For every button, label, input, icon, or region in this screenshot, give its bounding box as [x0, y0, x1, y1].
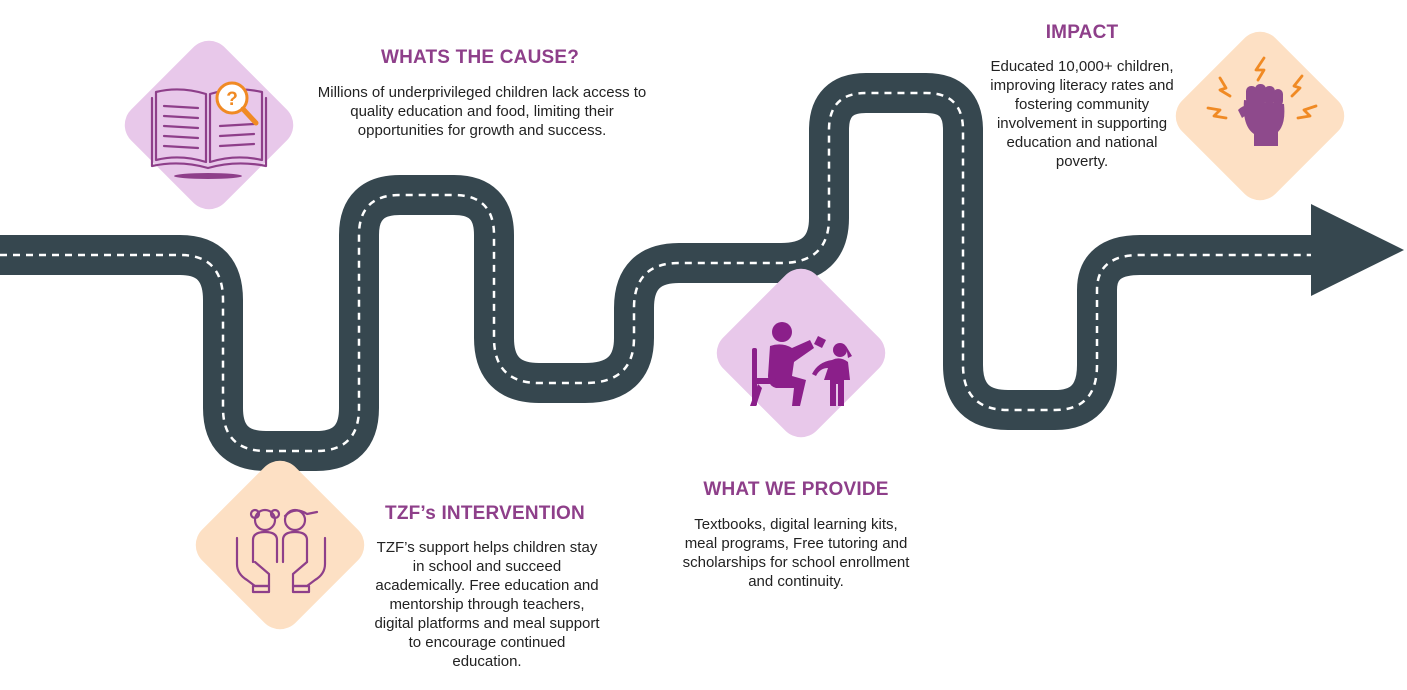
- impact-heading: IMPACT: [1045, 22, 1119, 43]
- book-magnifier-icon: ?: [150, 81, 268, 179]
- provide-heading: WHAT WE PROVIDE: [703, 479, 889, 500]
- provide-text: Textbooks, digital learning kits, meal p…: [682, 516, 910, 590]
- road-arrowhead: [1311, 204, 1404, 296]
- children-in-hands-icon: [235, 508, 327, 594]
- svg-text:?: ?: [226, 89, 238, 110]
- teacher-student-icon: [750, 322, 852, 406]
- cause-text: Millions of underprivileged children lac…: [317, 84, 647, 139]
- intervention-heading: TZF’s INTERVENTION: [385, 503, 585, 524]
- cause-heading: WHATS THE CAUSE?: [380, 47, 580, 68]
- raised-fist-icon: [1206, 56, 1318, 146]
- intervention-text: TZF’s support helps children stay in sch…: [374, 539, 600, 670]
- road-path: [0, 73, 1315, 471]
- impact-text: Educated 10,000+ children, improving lit…: [990, 58, 1174, 170]
